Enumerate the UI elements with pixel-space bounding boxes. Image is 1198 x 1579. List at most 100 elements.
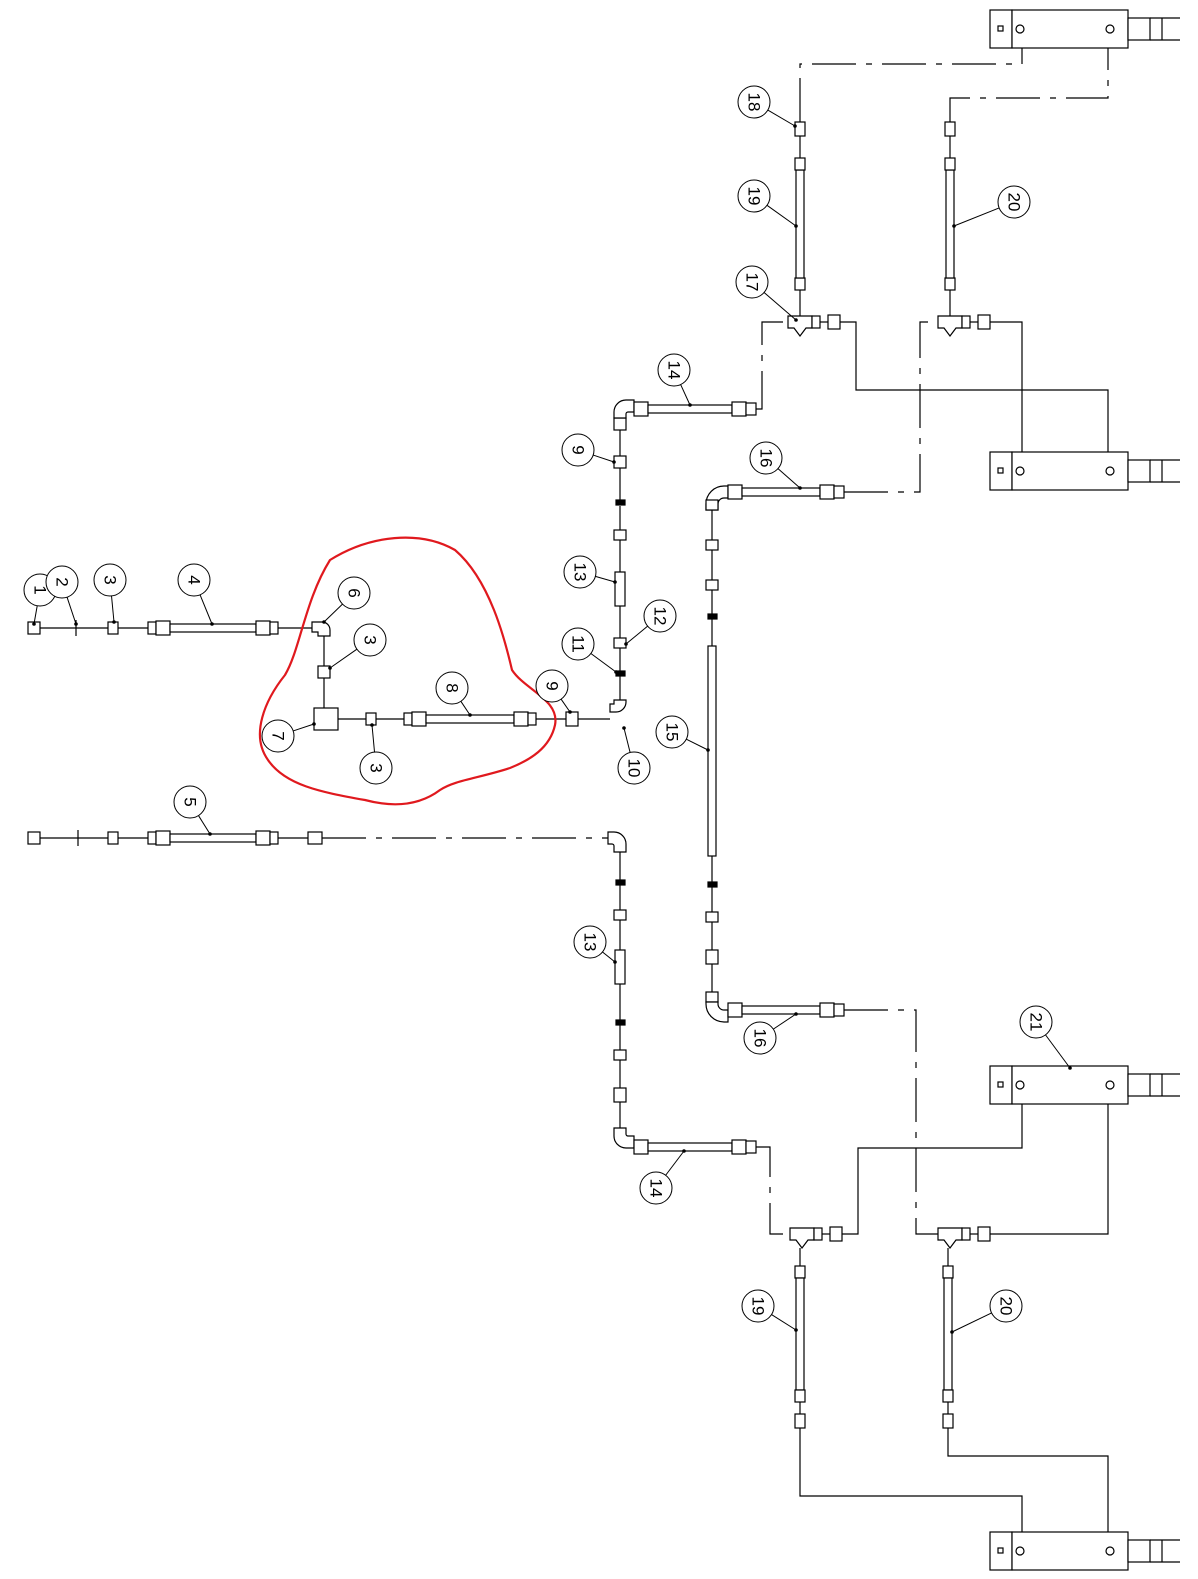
leader-line (199, 594, 213, 625)
balloon-label: 11 (569, 635, 588, 653)
elbow-6 (311, 621, 331, 637)
leader-tip (210, 622, 214, 626)
leader-line (773, 1013, 797, 1030)
balloon-circle (177, 563, 211, 597)
balloon-b14a: 14 (657, 353, 692, 407)
balloon-label: 3 (367, 763, 386, 772)
leader-line (593, 454, 615, 463)
balloon-label: 10 (625, 759, 644, 778)
leader-line (66, 597, 77, 625)
adapter-9a (565, 711, 579, 727)
leader-tip (682, 1149, 686, 1153)
leader-tip (950, 1330, 954, 1334)
leader-line (766, 204, 797, 227)
balloon-label: 14 (665, 361, 684, 380)
cylinder-bottom (989, 1531, 1180, 1571)
inlet-line-upper (27, 620, 627, 731)
adapter-3b (317, 665, 331, 679)
balloon-b7: 7 (261, 719, 316, 753)
balloon-label: 20 (1005, 193, 1024, 212)
balloon-b3b: 3 (328, 623, 387, 670)
center-column (705, 321, 946, 1235)
leader-line (763, 292, 797, 321)
balloon-b10: 10 (617, 726, 651, 785)
lower-right-circuit (789, 1086, 1109, 1550)
leader-tip (74, 622, 78, 626)
leader-line (33, 605, 38, 625)
balloon-label: 16 (757, 449, 776, 468)
hose-19b (795, 1277, 805, 1391)
balloon-circle (337, 576, 371, 610)
leader-tip (613, 580, 617, 584)
balloon-circle (643, 599, 677, 633)
hose-5 (169, 833, 257, 843)
column-lower (613, 852, 757, 1155)
balloon-circle (737, 85, 771, 119)
balloon-label: 17 (743, 273, 762, 292)
balloon-label: 4 (185, 575, 204, 584)
balloon-b13a: 13 (563, 555, 617, 589)
leader-line (323, 603, 343, 623)
balloon-circle (1019, 1005, 1053, 1039)
balloon-circle (535, 669, 569, 703)
balloon-circle (435, 671, 469, 705)
balloon-b20a: 20 (952, 185, 1031, 228)
balloon-circle (997, 185, 1031, 219)
adapter-3c (365, 712, 377, 726)
balloon-circle (561, 627, 595, 661)
balloon-b3a: 3 (93, 563, 127, 624)
balloon-circle (359, 751, 393, 785)
balloon-label: 19 (745, 187, 764, 206)
leader-tip (624, 642, 628, 646)
leader-tip (612, 460, 616, 464)
balloon-label: 13 (581, 933, 600, 952)
leader-line (198, 815, 211, 835)
balloon-circle (353, 623, 387, 657)
balloon-circle (989, 1289, 1023, 1323)
balloon-b2: 2 (45, 565, 79, 626)
adapter-12 (613, 637, 627, 649)
balloon-b11: 11 (561, 627, 618, 674)
balloon-label: 18 (745, 93, 764, 112)
leader-tip (794, 318, 798, 322)
balloon-b19a: 19 (737, 179, 798, 228)
tube-13b (614, 949, 626, 985)
leader-line (623, 727, 631, 753)
balloon-b16b: 16 (743, 1012, 798, 1055)
leader-tip (794, 1012, 798, 1016)
balloon-circle (561, 433, 595, 467)
balloon-b4: 4 (177, 563, 214, 626)
leader-tip (328, 666, 332, 670)
balloon-label: 13 (571, 563, 590, 582)
balloon-b9a: 9 (535, 669, 572, 714)
balloon-label: 3 (101, 575, 120, 584)
tube-13a (614, 571, 626, 607)
balloon-b21: 21 (1019, 1005, 1072, 1070)
leader-tip (568, 710, 572, 714)
leader-line (767, 109, 796, 127)
leader-line (595, 575, 616, 583)
balloon-circle (737, 179, 771, 213)
hose-16b (741, 1005, 821, 1015)
upper-right-circuit (787, 30, 1109, 470)
leader-line (625, 625, 648, 645)
balloon-label: 16 (751, 1029, 770, 1048)
balloon-b6: 6 (322, 576, 371, 624)
balloon-circle (749, 441, 783, 475)
leader-tip (794, 1328, 798, 1332)
balloon-label: 15 (663, 723, 682, 742)
leader-tip (622, 726, 626, 730)
balloon-label: 9 (569, 445, 588, 454)
tee-17 (787, 315, 813, 337)
leader-line (329, 648, 358, 669)
balloon-label: 19 (749, 1297, 768, 1316)
balloon-b18: 18 (737, 85, 797, 128)
column-upper (613, 399, 757, 700)
balloon-circle (639, 1171, 673, 1205)
leader-line (590, 653, 617, 673)
balloon-b8: 8 (435, 671, 472, 717)
leader-line (1045, 1034, 1071, 1069)
balloon-b14b: 14 (639, 1149, 686, 1205)
balloon-label: 14 (647, 1179, 666, 1198)
